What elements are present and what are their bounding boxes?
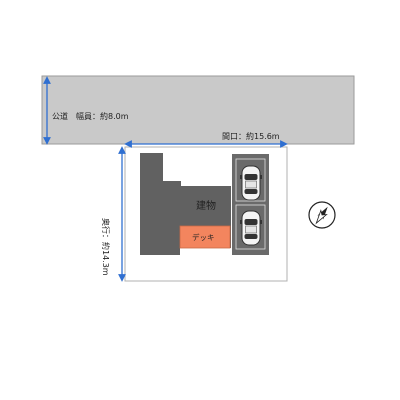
car-icon <box>239 210 263 246</box>
parking-bay-1 <box>235 158 266 202</box>
north-arrow-icon <box>308 201 336 229</box>
building-label: 建物 <box>196 199 216 212</box>
deck-label: デッキ <box>192 232 215 242</box>
road <box>41 75 355 145</box>
road-label: 公道 幅員：約8.0m <box>52 111 129 121</box>
car-icon <box>239 165 263 201</box>
frontage-label: 間口：約15.6m <box>222 131 280 141</box>
depth-label: 奥行：約14.3m <box>101 218 111 276</box>
deck <box>179 225 231 249</box>
parking-bay-2 <box>235 204 266 250</box>
